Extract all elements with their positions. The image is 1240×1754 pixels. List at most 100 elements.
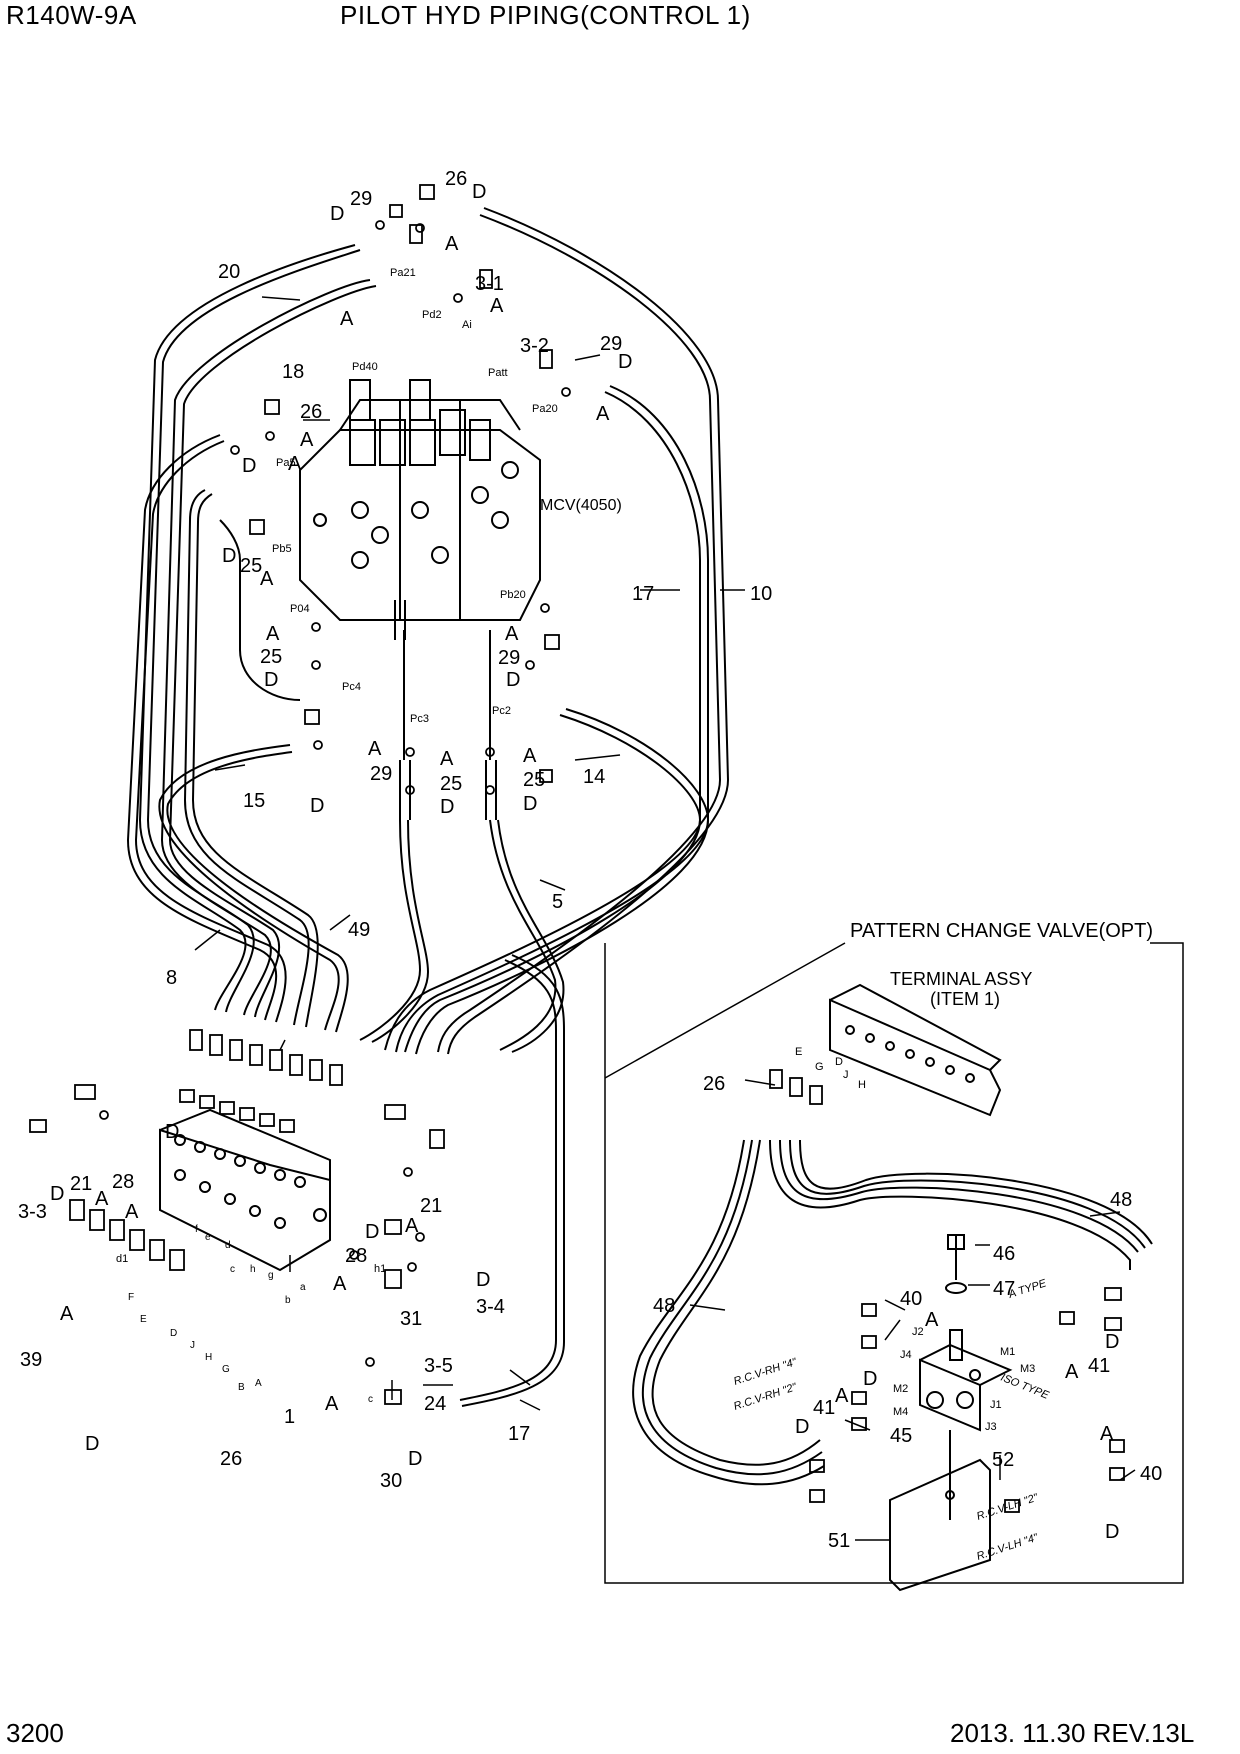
inset-callout-45: 45 xyxy=(890,1425,912,1447)
inset-terminal-assy xyxy=(829,983,1002,1117)
callout-29-top: 29 xyxy=(350,188,372,210)
callout-a-3-3: A xyxy=(95,1188,109,1210)
revision: 2013. 11.30 REV.13L xyxy=(950,1718,1195,1748)
terminal-item-label: (ITEM 1) xyxy=(930,989,1000,1009)
valve-port-J1: J1 xyxy=(990,1399,1002,1411)
valve-port-M4: M4 xyxy=(893,1406,908,1418)
port-d1: d1 xyxy=(116,1253,128,1265)
callout-8: 8 xyxy=(166,967,177,989)
hose-10 xyxy=(437,214,722,1053)
callout-25-pc2: 25 xyxy=(523,769,545,791)
port-pc3: Pc3 xyxy=(410,713,429,725)
callout-a-row2: A xyxy=(333,1273,347,1295)
o-rings xyxy=(99,220,571,1367)
terminal-port-E: E xyxy=(795,1046,802,1058)
valve-port-M3: M3 xyxy=(1020,1363,1035,1375)
callout-a-pc4: A xyxy=(368,738,382,760)
callout-29-pc4: 29 xyxy=(370,763,392,785)
inset-callout-46: 46 xyxy=(993,1243,1015,1265)
model-number: R140W-9A xyxy=(6,0,137,30)
terminal-port-G: G xyxy=(815,1061,824,1073)
callout-a-3-1: A xyxy=(490,295,504,317)
block-port-b: b xyxy=(285,1295,291,1306)
callout-d-pc3: D xyxy=(440,796,454,818)
inset-callout-d-41: D xyxy=(1105,1331,1119,1353)
inset-title: PATTERN CHANGE VALVE(OPT) xyxy=(850,920,1153,942)
port-pd2: Pd2 xyxy=(422,309,442,321)
valve-port-J2: J2 xyxy=(912,1326,924,1338)
terminal-block-1 xyxy=(159,1108,331,1272)
inset-callout-26: 26 xyxy=(703,1073,725,1095)
callout-5: 5 xyxy=(552,891,563,913)
callout-15: 15 xyxy=(243,790,265,812)
callout-25-p04: 25 xyxy=(260,646,282,668)
valve-port-M2: M2 xyxy=(893,1383,908,1395)
block-port-J: J xyxy=(190,1340,195,1351)
inset-callout-48-left: 48 xyxy=(653,1295,675,1317)
callout-3-3: 3-3 xyxy=(18,1201,47,1223)
terminal-port-J: J xyxy=(843,1069,849,1081)
hose-18 xyxy=(160,279,371,1016)
block-port-d: d xyxy=(225,1240,231,1251)
block-port-a: a xyxy=(300,1282,306,1293)
inset-callout-41-right: 41 xyxy=(1088,1355,1110,1377)
callout-28-left: 28 xyxy=(112,1171,134,1193)
valve-port-J3: J3 xyxy=(985,1421,997,1433)
inset-callout-a-40: A xyxy=(925,1309,939,1331)
block-port-h: h xyxy=(250,1264,256,1275)
callout-a-21: A xyxy=(405,1215,419,1237)
inset-callout-d-40: D xyxy=(863,1368,877,1390)
callout-a-39: A xyxy=(60,1303,74,1325)
callout-49: 49 xyxy=(348,919,370,941)
callout-a-pb20: A xyxy=(505,623,519,645)
callout-31: 31 xyxy=(400,1308,422,1330)
port-pb20: Pb20 xyxy=(500,589,526,601)
page-number: 3200 xyxy=(6,1718,64,1748)
block-port-g: g xyxy=(268,1270,274,1281)
callout-d-30: D xyxy=(408,1448,422,1470)
page-title: PILOT HYD PIPING(CONTROL 1) xyxy=(340,0,751,30)
port-pa5: Pa5 xyxy=(276,457,296,469)
inset-fittings xyxy=(769,1069,1125,1513)
callout-d-right: D xyxy=(618,351,632,373)
callout-21-left: 21 xyxy=(70,1173,92,1195)
iso-type-label: ISO TYPE xyxy=(999,1372,1051,1402)
callout-d-pc2: D xyxy=(523,793,537,815)
callout-14: 14 xyxy=(583,766,605,788)
callout-a-pc2: A xyxy=(523,745,537,767)
callout-a-row: A xyxy=(125,1201,139,1223)
callout-3-2: 3-2 xyxy=(520,335,549,357)
callout-d-39: D xyxy=(85,1433,99,1455)
inset-callout-48-right: 48 xyxy=(1110,1189,1132,1211)
inset-callout-52: 52 xyxy=(992,1449,1014,1471)
callout-39: 39 xyxy=(20,1349,42,1371)
terminal-port-D: D xyxy=(835,1056,843,1068)
callout-d-top: D xyxy=(472,181,486,203)
port-pa20: Pa20 xyxy=(532,403,558,415)
inset-frame xyxy=(604,942,1184,1584)
valve-port-M1: M1 xyxy=(1000,1346,1015,1358)
callout-26-top: 26 xyxy=(445,168,467,190)
hose-20 xyxy=(138,244,356,1011)
callout-29-right: 29 xyxy=(600,333,622,355)
inset-callout-d-41-left: D xyxy=(795,1416,809,1438)
callout-d-mid: D xyxy=(242,455,256,477)
callout-18: 18 xyxy=(282,361,304,383)
callout-3-5: 3-5 xyxy=(424,1355,453,1377)
callout-28-right: 28 xyxy=(345,1245,367,1267)
port-pb5: Pb5 xyxy=(272,543,292,555)
port-h1: h1 xyxy=(374,1263,386,1275)
rcv-lh-4-label: R.C.V-LH "4" xyxy=(975,1531,1040,1562)
callout-d-left: D xyxy=(330,203,344,225)
callout-a-24: A xyxy=(325,1393,339,1415)
inset-callout-a-41-left: A xyxy=(835,1385,849,1407)
callout-a-pc3: A xyxy=(440,748,454,770)
inset-callout-41-left: 41 xyxy=(813,1397,835,1419)
inset-callout-40: 40 xyxy=(900,1288,922,1310)
block-port-A: A xyxy=(255,1378,262,1389)
port-pd40: Pd40 xyxy=(352,361,378,373)
inset-hoses xyxy=(632,1139,1153,1486)
callout-d-21: D xyxy=(476,1269,490,1291)
callout-a-mid: A xyxy=(300,429,314,451)
